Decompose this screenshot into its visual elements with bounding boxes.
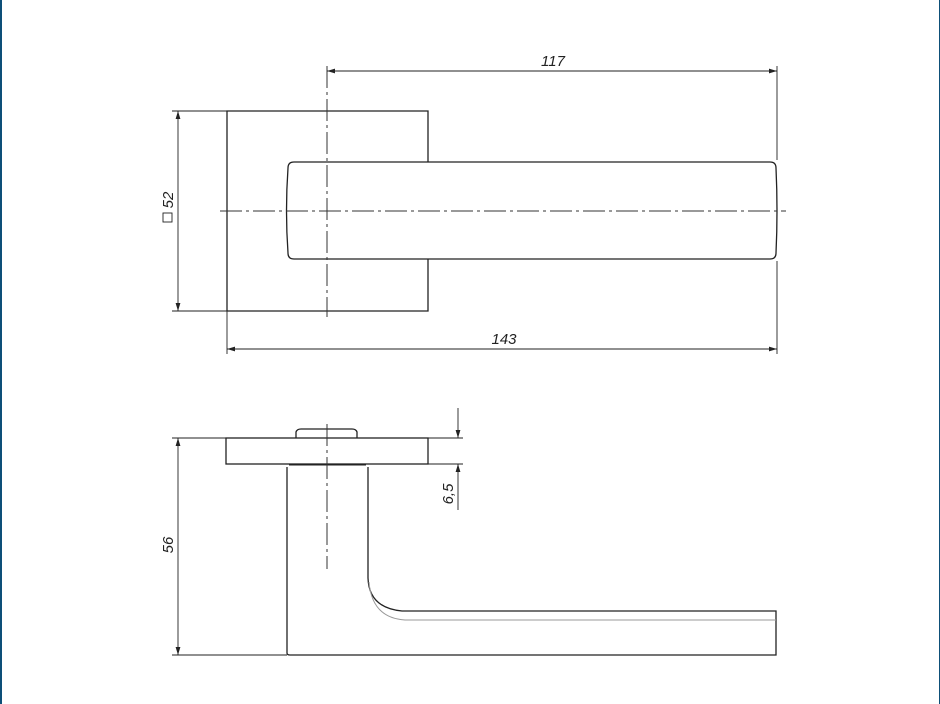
dimension-56-label: 56	[160, 536, 177, 553]
dimension-6-5-label: 6,5	[440, 483, 457, 505]
side-view: 56 6,5	[160, 408, 777, 656]
handle-edge-shadow	[368, 581, 776, 621]
square-symbol-icon	[162, 212, 173, 223]
dimension-52-label: 52	[160, 191, 177, 208]
window-left-border	[0, 0, 2, 704]
top-view: 117 143 52	[160, 53, 786, 354]
dimension-143-label: 143	[491, 331, 517, 348]
handle-lever-top	[285, 161, 778, 260]
handle-lever-side	[286, 467, 777, 656]
dimension-117-label: 117	[541, 53, 566, 70]
